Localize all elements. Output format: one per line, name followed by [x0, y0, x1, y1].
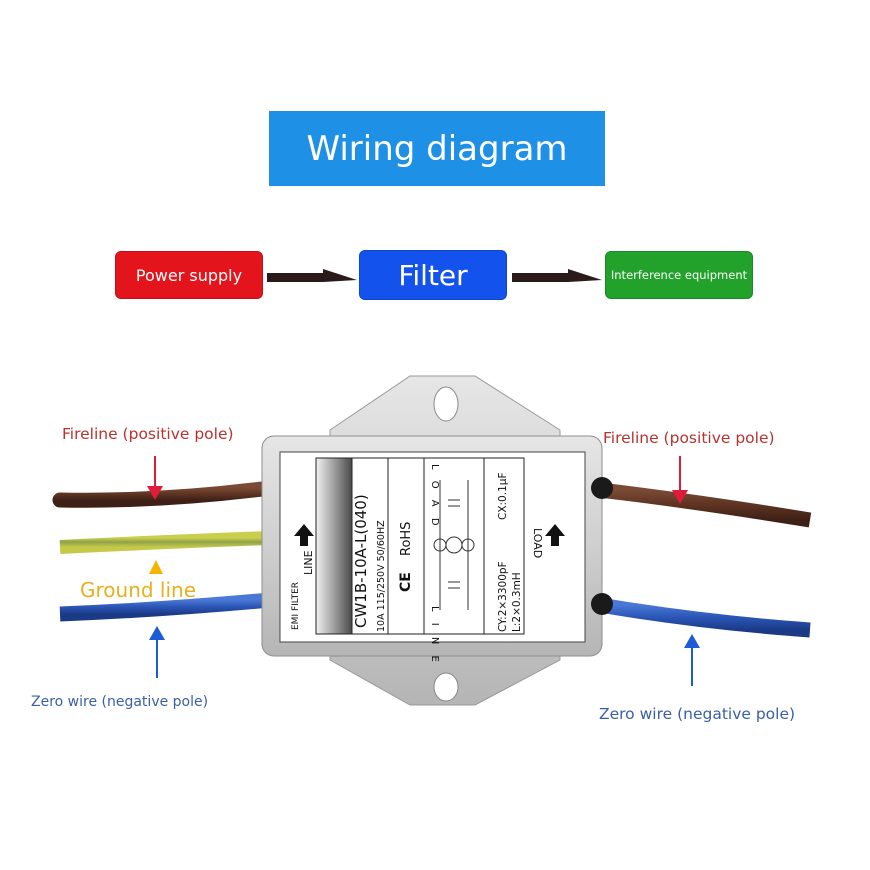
device-line-letters: L I N E [429, 606, 440, 666]
diagram-title-banner: Wiring diagram [269, 111, 605, 186]
right-zero-wire-label: Zero wire (negative pole) [599, 705, 796, 723]
device-emi: EMI FILTER [291, 582, 301, 630]
left-fireline-label: Fireline (positive pole) [62, 425, 234, 443]
right-zero-wire [598, 597, 811, 638]
filter-box: Filter [359, 250, 507, 300]
right-fireline-label: Fireline (positive pole) [603, 429, 775, 447]
flow-arrow-icon [267, 269, 357, 282]
interference-equipment-label: Interference equipment [610, 268, 748, 282]
line-direction-icon [294, 524, 314, 546]
red-arrow-icon [672, 456, 688, 504]
diagram-title: Wiring diagram [306, 128, 568, 169]
device-rohs: RoHS [399, 522, 414, 556]
device-model: CW1B-10A-L(040) [352, 494, 370, 628]
device-line: LINE [302, 550, 315, 575]
load-direction-icon [545, 524, 565, 546]
left-ground-wire [59, 531, 271, 554]
left-fire-wire [52, 480, 278, 508]
device-inductance: L:2×0.3mH [511, 572, 523, 632]
red-arrow-icon [147, 456, 163, 500]
left-zero-wire [59, 592, 271, 622]
device-cx: CX:0.1μF [497, 473, 509, 520]
power-supply-label: Power supply [135, 265, 243, 285]
device-load: LOAD [531, 528, 544, 558]
gold-arrow-icon [149, 560, 163, 574]
ground-line-label: Ground line [80, 578, 197, 602]
blue-arrow-icon [684, 634, 700, 686]
interference-equipment-box: Interference equipment [605, 251, 753, 299]
power-supply-box: Power supply [115, 251, 263, 299]
device-ce: CE [398, 572, 414, 592]
right-fire-wire [599, 482, 812, 528]
device-cy: CY:2×3300pF [497, 561, 509, 632]
device-rating: 10A 115/250V 50/60HZ [376, 520, 387, 632]
device-load-letters: L O A D [429, 464, 440, 530]
flow-arrow-icon [512, 269, 602, 282]
left-zero-wire-label: Zero wire (negative pole) [31, 694, 209, 710]
blue-arrow-icon [149, 626, 165, 678]
filter-device-illustration: CW1B-10A-L(040) 10A 115/250V 50/60HZ RoH… [52, 375, 812, 706]
filter-label: Filter [398, 258, 468, 292]
